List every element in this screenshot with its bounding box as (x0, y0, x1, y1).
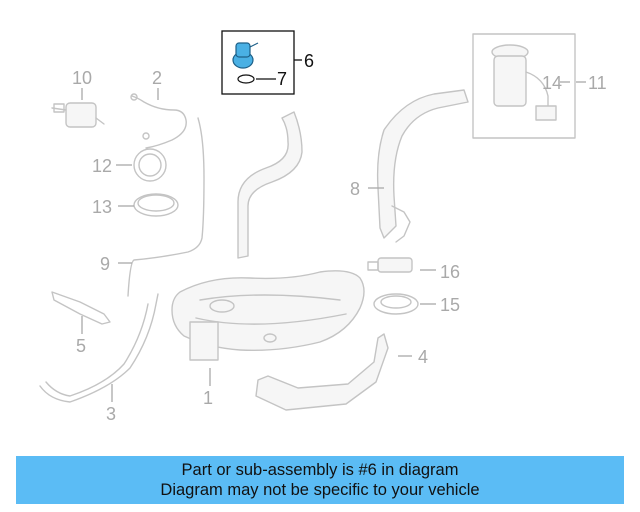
part-5-bracket: 5 (51, 291, 111, 356)
part-6-highlight-box: 6 7 (221, 30, 314, 95)
callout-6: 6 (304, 51, 314, 71)
part-16-sensor: 16 (367, 257, 460, 282)
part-8-filler-tube: 8 (350, 89, 469, 243)
callout-7: 7 (277, 69, 287, 89)
callout-9: 9 (100, 254, 110, 274)
part-2-sensor-wire: 2 (130, 68, 187, 149)
part-3-tank-strap: 3 (39, 293, 159, 424)
callout-12: 12 (92, 156, 112, 176)
part-4-heat-shield: 4 (255, 333, 428, 411)
part-10-fuel-filter: 10 (51, 68, 105, 128)
part-9-vent-hose: 9 (100, 117, 205, 297)
part-6-cap (232, 42, 259, 69)
callout-15: 15 (440, 295, 460, 315)
info-banner: Part or sub-assembly is #6 in diagram Di… (16, 456, 624, 504)
callout-8: 8 (350, 179, 360, 199)
part-7-o-ring (237, 74, 255, 84)
callout-3: 3 (106, 404, 116, 424)
callout-13: 13 (92, 197, 112, 217)
part-12-lock-ring: 12 (92, 148, 167, 182)
part-13-seal: 13 (92, 193, 179, 217)
callout-11: 11 (588, 73, 607, 93)
callout-1: 1 (203, 388, 213, 408)
parts-diagram: 10 2 12 13 9 5 3 (39, 30, 607, 424)
callout-16: 16 (440, 262, 460, 282)
callout-4: 4 (418, 347, 428, 367)
callout-10: 10 (72, 68, 92, 88)
part-15-lock-ring: 15 (373, 293, 460, 315)
callout-14: 14 (542, 73, 562, 93)
part-1-fuel-tank: 1 (171, 111, 365, 408)
banner-line-2: Diagram may not be specific to your vehi… (160, 481, 480, 499)
callout-5: 5 (76, 336, 86, 356)
part-11-fuel-pump-module: 14 11 (472, 33, 607, 139)
callout-2: 2 (152, 68, 162, 88)
banner-line-1: Part or sub-assembly is #6 in diagram (181, 461, 459, 479)
